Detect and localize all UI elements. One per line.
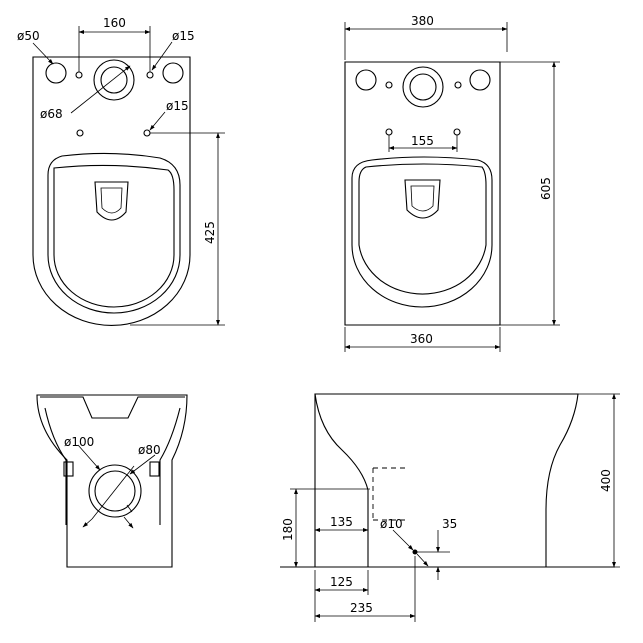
outlet-dashed bbox=[372, 467, 405, 521]
dim-380-label: 380 bbox=[411, 14, 434, 28]
hole-small-b bbox=[143, 129, 151, 137]
rear-inner-left bbox=[44, 407, 67, 525]
top-view-right: 380 605 155 360 bbox=[344, 14, 560, 352]
hole-d68-inner bbox=[100, 66, 128, 94]
flush-opening-inner-right bbox=[410, 185, 435, 212]
dim-d15-mid-label: ø15 bbox=[166, 99, 189, 113]
dim-d80-label: ø80 bbox=[138, 443, 161, 457]
dim-d100-label: ø100 bbox=[64, 435, 94, 449]
hole-center-inner-right-view bbox=[409, 73, 437, 101]
side-view: 400 180 135 ø10 35 125 235 bbox=[280, 393, 620, 622]
hole-right-right-view bbox=[469, 69, 491, 91]
bowl-inner bbox=[53, 164, 175, 308]
hole-small-d bbox=[454, 81, 462, 89]
dim-360-label: 360 bbox=[410, 332, 433, 346]
hole-small-a bbox=[76, 129, 84, 137]
hole-small-f bbox=[453, 128, 461, 136]
dim-135-label: 135 bbox=[330, 515, 353, 529]
hole-left-right-view bbox=[355, 69, 377, 91]
flush-opening bbox=[94, 181, 129, 221]
side-outline bbox=[314, 393, 579, 568]
dim-35-label: 35 bbox=[442, 517, 457, 531]
top-view-left: 160 ø50 ø15 ø68 ø15 425 bbox=[17, 16, 225, 326]
rear-slot-right bbox=[149, 461, 160, 477]
outlet-d100 bbox=[88, 464, 142, 518]
hole-d50-left bbox=[45, 62, 67, 84]
rear-view: ø100 ø80 bbox=[36, 394, 188, 568]
rear-slot-left bbox=[63, 461, 74, 477]
bowl-outline bbox=[32, 56, 191, 326]
outlet-d80 bbox=[94, 470, 136, 512]
dim-235-label: 235 bbox=[350, 601, 373, 615]
dim-180-label: 180 bbox=[281, 518, 295, 541]
dim-155-label: 155 bbox=[411, 134, 434, 148]
hole-small-c bbox=[385, 81, 393, 89]
flush-opening-inner bbox=[100, 187, 123, 214]
hole-d15-left bbox=[75, 71, 83, 79]
hole-small-e bbox=[385, 128, 393, 136]
rear-outline bbox=[36, 394, 188, 568]
hole-center-outer-right-view bbox=[402, 66, 444, 108]
hole-d50-right bbox=[162, 62, 184, 84]
seat-outline bbox=[47, 152, 181, 314]
dim-160-label: 160 bbox=[103, 16, 126, 30]
rear-top-notch bbox=[40, 396, 185, 419]
bowl-inner-right bbox=[358, 163, 487, 295]
dim-d10-label: ø10 bbox=[380, 517, 403, 531]
seat-outline-right bbox=[351, 156, 493, 308]
hole-d15-right bbox=[146, 71, 154, 79]
dim-d68-label: ø68 bbox=[40, 107, 63, 121]
dim-400-label: 400 bbox=[599, 469, 613, 492]
dim-125-label: 125 bbox=[330, 575, 353, 589]
dim-d15-top-label: ø15 bbox=[172, 29, 195, 43]
dim-425-label: 425 bbox=[203, 221, 217, 244]
hole-d68-outer bbox=[93, 59, 135, 101]
flush-opening-right bbox=[404, 179, 441, 219]
dim-605-label: 605 bbox=[539, 177, 553, 200]
dim-d50-label: ø50 bbox=[17, 29, 40, 43]
rear-inner-right bbox=[159, 407, 181, 525]
